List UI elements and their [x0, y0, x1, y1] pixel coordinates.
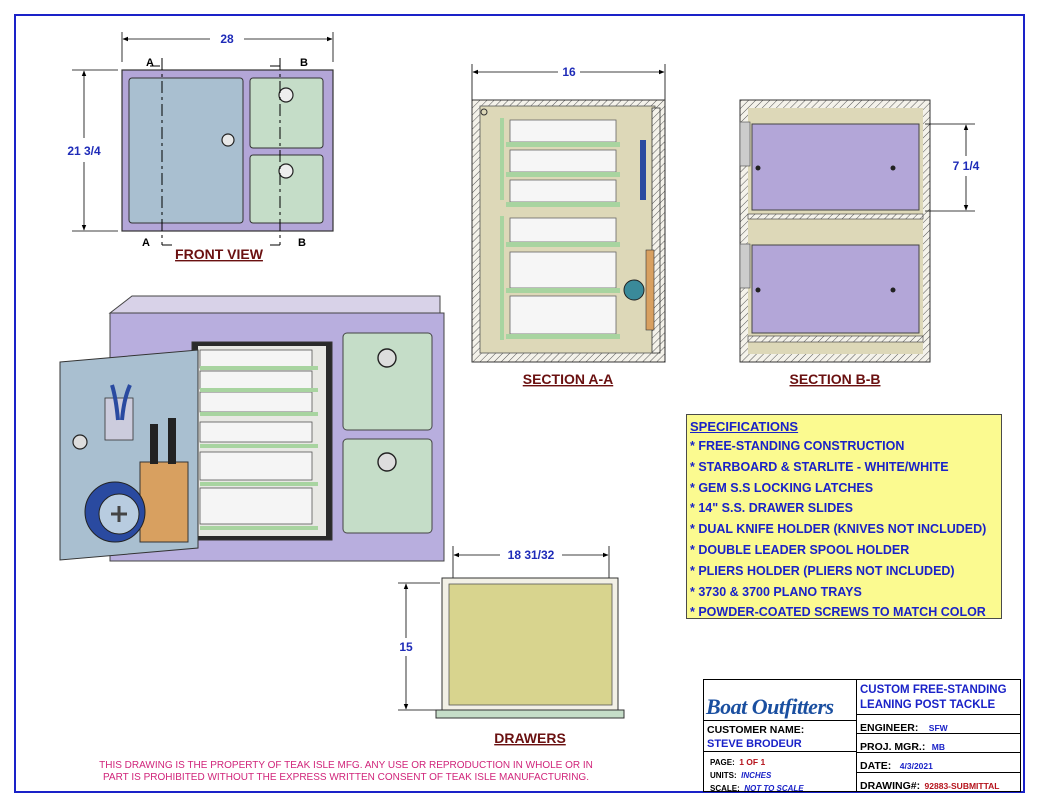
drawing-number-value: 92883-SUBMITTAL — [924, 781, 1000, 791]
section-aa-trays — [500, 118, 620, 340]
drawer-front — [435, 709, 625, 719]
spec-item: * STARBOARD & STARLITE - WHITE/WHITE — [690, 459, 949, 474]
engineer-value: SFW — [928, 723, 948, 733]
front-view-title: FRONT VIEW — [175, 246, 264, 262]
knife-holder-icon — [139, 418, 189, 543]
drawers-title: DRAWERS — [494, 730, 566, 746]
drawers-view: 18 31/32 15 — [398, 546, 625, 719]
engineer-cell: ENGINEER: SFW — [856, 714, 1021, 734]
section-bb-title: SECTION B-B — [790, 371, 881, 387]
project-title: CUSTOM FREE-STANDING LEANING POST TACKLE… — [860, 684, 1007, 726]
iso-lower-latch-icon — [377, 452, 397, 472]
project-title-cell: CUSTOM FREE-STANDING LEANING POST TACKLE… — [856, 679, 1021, 726]
iso-trays — [199, 349, 318, 530]
scale-label: SCALE: — [710, 784, 740, 793]
section-bb-view: 7 1/4 — [739, 99, 980, 363]
section-aa-title: SECTION A-A — [523, 371, 613, 387]
proj-mgr-cell: PROJ. MGR.: MB — [856, 733, 1021, 753]
spec-item: * DUAL KNIFE HOLDER (KNIVES NOT INCLUDED… — [690, 522, 987, 537]
page-label: PAGE: — [710, 758, 735, 767]
date-value: 4/3/2021 — [899, 761, 933, 771]
specifications-heading: SPECIFICATIONS — [690, 419, 799, 434]
spec-item: * 3730 & 3700 PLANO TRAYS — [690, 584, 862, 599]
upper-latch-icon — [278, 87, 294, 103]
iso-drawer-lower — [342, 438, 433, 534]
page-value: 1 OF 1 — [739, 757, 766, 767]
front-drawer-lower — [249, 154, 324, 224]
section-aa-width-dim: 16 — [562, 65, 576, 79]
spec-item: * GEM S.S LOCKING LATCHES — [690, 480, 874, 495]
drawers-width-dim: 18 31/32 — [508, 548, 555, 562]
engineer-label: ENGINEER: — [860, 722, 919, 734]
drawers-depth-dim: 15 — [399, 640, 413, 654]
lower-latch-icon — [278, 163, 294, 179]
specifications-box: SPECIFICATIONS * FREE-STANDING CONSTRUCT… — [686, 414, 1002, 619]
front-door — [128, 77, 244, 224]
spec-item: * POWDER-COATED SCREWS TO MATCH COLOR — [690, 605, 986, 620]
sheet-border — [14, 14, 1025, 793]
spec-item: * PLIERS HOLDER (PLIERS NOT INCLUDED) — [690, 563, 955, 578]
customer-label: CUSTOMER NAME: — [707, 724, 805, 736]
pliers-holder-icon — [104, 384, 134, 441]
iso-cabinet-top — [108, 295, 441, 314]
title-block: Boat Outfitters CUSTOMER NAME: STEVE BRO… — [703, 679, 1021, 793]
front-drawer-upper — [249, 77, 324, 149]
date-label: DATE: — [860, 760, 892, 772]
company-logo: Boat Outfitters — [706, 694, 834, 719]
isometric-view — [59, 295, 445, 562]
iso-drawer-upper — [342, 332, 433, 431]
customer-name: STEVE BRODEUR — [707, 738, 802, 750]
iso-upper-latch-icon — [377, 348, 397, 368]
section-bb-drawer-dim: 7 1/4 — [953, 159, 980, 173]
cut-label-b-top: B — [300, 57, 308, 69]
section-aa-view: 16 — [471, 64, 666, 363]
cut-label-a-top: A — [146, 57, 154, 69]
logo-cell: Boat Outfitters — [703, 679, 857, 721]
spec-item: * FREE-STANDING CONSTRUCTION — [690, 439, 905, 453]
date-cell: DATE: 4/3/2021 — [856, 752, 1021, 773]
scale-value: NOT TO SCALE — [744, 784, 804, 793]
door-latch-icon — [72, 434, 88, 450]
drawing-number-label: DRAWING#: — [860, 780, 921, 792]
proj-mgr-value: MB — [931, 742, 946, 752]
customer-cell: CUSTOMER NAME: STEVE BRODEUR — [703, 720, 857, 752]
spec-item: * 14" S.S. DRAWER SLIDES — [690, 501, 853, 516]
cut-label-a-bottom: A — [142, 237, 150, 249]
units-label: UNITS: — [710, 771, 737, 780]
spec-item: * DOUBLE LEADER SPOOL HOLDER — [690, 542, 910, 557]
section-aa-door — [651, 107, 661, 354]
front-height-dim: 21 3/4 — [67, 144, 101, 158]
notice-line-2: PART IS PROHIBITED WITHOUT THE EXPRESS W… — [103, 772, 589, 783]
cut-label-b-bottom: B — [298, 237, 306, 249]
drawing-number-cell: DRAWING#: 92883-SUBMITTAL — [856, 772, 1021, 792]
units-value: INCHES — [741, 771, 772, 780]
property-notice: THIS DRAWING IS THE PROPERTY OF TEAK ISL… — [90, 760, 602, 784]
notice-line-1: THIS DRAWING IS THE PROPERTY OF TEAK ISL… — [99, 760, 593, 771]
leader-spool-icon — [84, 481, 146, 543]
drawer-bottom — [448, 583, 613, 706]
front-width-dim: 28 — [220, 32, 234, 46]
front-door-latch — [221, 133, 235, 147]
front-view: 28 21 3/4 A B A B FRONT VIEW — [67, 32, 334, 262]
proj-mgr-label: PROJ. MGR.: — [860, 741, 926, 753]
page-units-scale-cell: PAGE: 1 OF 1 UNITS: INCHES SCALE: NOT TO… — [703, 751, 857, 793]
